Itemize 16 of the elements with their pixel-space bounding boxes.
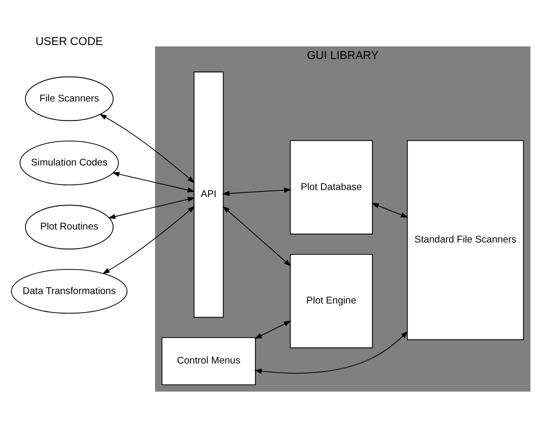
node-ellipse: Plot Routines (24, 204, 114, 250)
arrow (254, 331, 408, 374)
node-box: Plot Engine (290, 254, 373, 348)
arrow (222, 206, 292, 266)
arrow (108, 196, 196, 219)
arrow (112, 172, 195, 192)
node-box: Standard File Scanners (406, 140, 524, 340)
arrow (371, 203, 408, 218)
arrow (254, 320, 292, 339)
arrow (99, 114, 195, 184)
arrow (102, 206, 195, 274)
node-box: Control Menus (162, 337, 256, 386)
node-box: Plot Database (290, 140, 373, 234)
arrow (222, 188, 292, 196)
node-box: API (194, 72, 224, 318)
label: USER CODE (35, 36, 104, 48)
